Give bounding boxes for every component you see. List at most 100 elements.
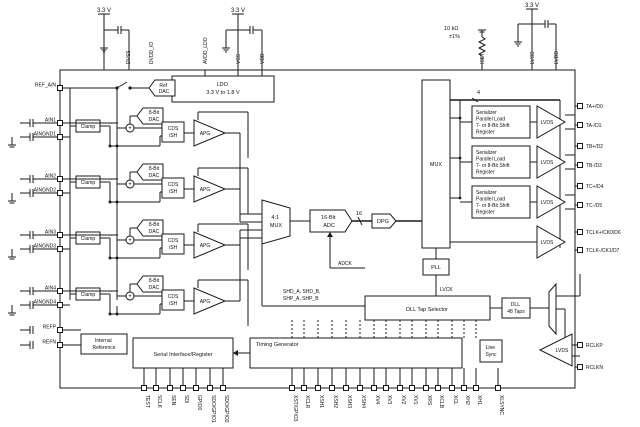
dac-label-line: 8-Bit (149, 110, 160, 116)
top-pin-label: DVDD_IO (149, 42, 155, 64)
pin-pad (329, 385, 335, 391)
line-sync: Line Sync (479, 339, 503, 363)
pin-pad (57, 246, 63, 252)
serializer-label-line: Parallel Load (476, 197, 505, 203)
top-pin-label: DVSS (126, 50, 132, 64)
right-pin-label: TA+/D0 (586, 104, 603, 110)
pll-label: PLL (431, 265, 441, 271)
bottom-pin-label: XLSYNC (498, 395, 504, 415)
shd-shp-label: SHD_A, SHD_B, SHP_A, SHP_B (283, 289, 322, 302)
serializer-label-line: Serializer (476, 190, 497, 196)
serializer-label-line: Parallel Load (476, 157, 505, 163)
summing-plus: + (128, 182, 132, 188)
pin-pad (193, 385, 199, 391)
shd-line1: SHD_A, SHD_B, (283, 289, 321, 295)
bottom-pin-label: XCL (452, 395, 458, 405)
summing-plus: + (128, 294, 132, 300)
pin-pad (207, 385, 213, 391)
serializer-label-line: Register (476, 130, 495, 136)
cds-label-line: /SH (169, 189, 178, 195)
pin-pad (577, 342, 583, 348)
serial-interface: Serial Interface/Register (132, 337, 234, 369)
left-pin-label: REFN (42, 340, 56, 346)
lvds-clock: LVDS (450, 225, 567, 259)
pin-pad (220, 385, 226, 391)
internal-reference: Internal Reference (80, 333, 128, 355)
bus-width-4: 4 (477, 90, 480, 96)
pin-pad (577, 122, 583, 128)
cds-label-line: /SH (169, 245, 178, 251)
pin-pad (57, 176, 63, 182)
bottom-pin-label: XSH1 (318, 395, 324, 408)
mux-4to1-line1: 4:1 (271, 215, 279, 221)
dll-tap-selector: DLL Tap Selector (364, 295, 491, 321)
top-pin-label: VDD (260, 53, 266, 64)
pin-pad (577, 364, 583, 370)
pin-pad (357, 385, 363, 391)
left-pin-label: AINGND2 (34, 188, 56, 194)
pin-pad (473, 385, 479, 391)
clamp-label: Clamp (81, 236, 96, 242)
right-pin-label: TC-/D5 (586, 203, 602, 209)
cds-sh-block (161, 233, 185, 255)
dac-8bit (136, 275, 164, 293)
dll-input-buffer (548, 282, 557, 336)
serializer-label-line: 7- or 8-Bit Shift (476, 203, 510, 209)
right-pin-label: TCLK+/CK0/D6 (586, 230, 621, 236)
adck-label: ADCK (338, 261, 353, 267)
bottom-pin-label: XSH2 (332, 395, 338, 408)
pin-pad (577, 202, 583, 208)
bottom-pin-label: XV1 (412, 395, 418, 405)
pin-pad (423, 385, 429, 391)
pin-pad (449, 385, 455, 391)
supply-voltage-label: 3.3 V (231, 8, 245, 14)
output-mux-label: MUX (430, 162, 443, 168)
top-pin-label: LVDD (554, 51, 560, 64)
right-pin-label: TC+/D4 (586, 184, 604, 190)
resistor-label: 10 kΩ ±1% (444, 26, 460, 40)
pin-pad (577, 103, 583, 109)
pin-pad (495, 385, 501, 391)
cds-label-line: CDS (168, 294, 179, 300)
bottom-pin-label: XV4 (374, 395, 380, 405)
cds-label-line: CDS (168, 182, 179, 188)
left-pin-label: AIN4 (45, 286, 56, 292)
left-pin-label: AIN1 (45, 118, 56, 124)
pin-pad (315, 385, 321, 391)
serializer-label-line: Serializer (476, 110, 497, 116)
cds-sh-block (161, 177, 185, 199)
dac-label-line: DAC (149, 117, 160, 123)
pin-pad (383, 385, 389, 391)
ldo-label: LDO 3.3 V to 1.8 V (206, 82, 240, 96)
summing-plus: + (128, 126, 132, 132)
dac-label-line: 8-Bit (149, 166, 160, 172)
serializer-label-line: Register (476, 210, 495, 216)
ldo-block (171, 75, 275, 103)
internal-reference-label: Internal Reference (92, 338, 115, 351)
right-pin-label: TA-/D1 (586, 123, 602, 129)
supply-right: 3.3 V (514, 3, 557, 70)
dll-line1: DLL (511, 302, 520, 308)
supply-voltage-label: 3.3 V (97, 8, 111, 14)
dac-8bit (136, 163, 164, 181)
pin-pad (57, 342, 63, 348)
lvds-driver-label: LVDS (541, 160, 554, 166)
bottom-pin-label: SDO/GPIO2 (223, 395, 229, 423)
pin-pad (397, 385, 403, 391)
bottom-pin-label: XST/GPIO3 (292, 395, 298, 422)
cds-label-line: /SH (169, 133, 178, 139)
mux-4to1: 4:1 MUX (261, 199, 291, 245)
pin-pad (371, 385, 377, 391)
dll-tap-selector-label: DLL Tap Selector (406, 307, 448, 313)
left-pins: REF_A/NAIN1AINGND1AIN2AINGND2AIN3AINGND3… (20, 83, 81, 349)
ref-dac-label: Ref DAC (159, 83, 170, 95)
dac-label-line: DAC (149, 229, 160, 235)
bottom-pin-label: XV2 (400, 395, 406, 405)
lvds-driver-label: LVDS (541, 120, 554, 126)
lvds-receive: LVDS (538, 333, 580, 367)
